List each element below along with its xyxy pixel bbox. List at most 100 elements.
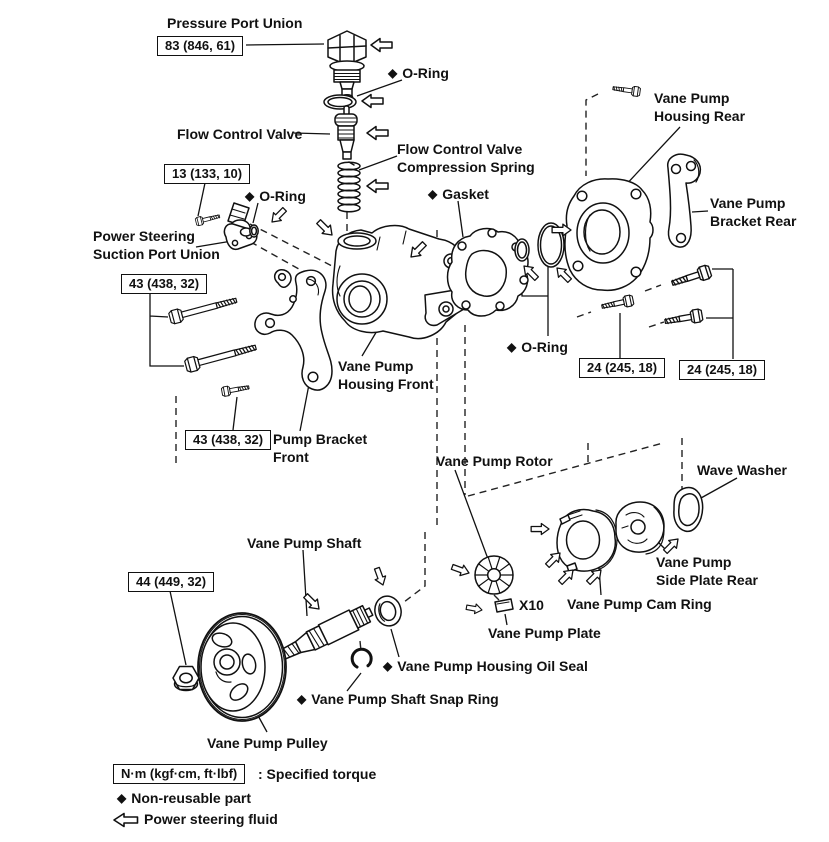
label-text: O-Ring bbox=[402, 65, 449, 81]
legend-torque-unit-box: N·m (kgf·cm, ft·lbf) bbox=[113, 764, 246, 784]
label-vane-pump-shaft-snap-ring: ◆ Vane Pump Shaft Snap Ring bbox=[297, 691, 499, 708]
o-ring-small-part bbox=[514, 238, 530, 262]
label-gasket: ◆ Gasket bbox=[428, 186, 489, 203]
rear-housing-bolt-top bbox=[611, 83, 642, 98]
label-text: Power steering fluid bbox=[144, 811, 278, 827]
bracket-bolt-short bbox=[220, 382, 251, 398]
label-text: Suction Port Union bbox=[93, 246, 220, 262]
fluid-arrow-icon bbox=[465, 601, 484, 616]
label-vane-pump-rotor: Vane Pump Rotor bbox=[436, 453, 553, 469]
label-text: O-Ring bbox=[259, 188, 306, 204]
label-text: Vane Pump bbox=[654, 90, 730, 106]
label-o-ring-rear: ◆ O-Ring bbox=[507, 339, 568, 356]
label-text: Vane Pump bbox=[338, 358, 414, 374]
torque-bracket-bolt-short: 43 (438, 32) bbox=[185, 430, 272, 450]
label-vane-pump-plate: Vane Pump Plate bbox=[488, 625, 601, 641]
label-pressure-port-union: Pressure Port Union bbox=[167, 15, 303, 31]
label-vane-pump-cam-ring: Vane Pump Cam Ring bbox=[567, 596, 712, 612]
vane-pump-side-plate-rear-part bbox=[615, 501, 665, 555]
legend-torque-description: : Specified torque bbox=[258, 766, 377, 782]
fluid-arrow-icon bbox=[313, 216, 337, 240]
legend-non-reusable: ◆ Non-reusable part bbox=[117, 790, 251, 807]
label-text: Vane Pump bbox=[656, 554, 732, 570]
non-reusable-icon: ◆ bbox=[245, 189, 255, 203]
label-wave-washer: Wave Washer bbox=[697, 462, 787, 478]
label-vane-pump-bracket-rear: Vane Pump Bracket Rear bbox=[710, 194, 796, 230]
label-text: Front bbox=[273, 449, 309, 465]
label-text: Non-reusable part bbox=[131, 790, 252, 806]
non-reusable-icon: ◆ bbox=[383, 659, 393, 673]
non-reusable-icon: ◆ bbox=[117, 791, 127, 805]
label-vane-pump-side-plate-rear: Vane Pump Side Plate Rear bbox=[656, 553, 758, 589]
pressure-port-union-part bbox=[327, 30, 367, 100]
fluid-arrow-icon bbox=[300, 590, 324, 614]
vane-pump-shaft-snap-ring-part bbox=[350, 647, 373, 669]
rear-housing-bolt bbox=[600, 294, 635, 313]
gasket-part bbox=[446, 227, 529, 317]
label-vane-pump-housing-rear: Vane Pump Housing Rear bbox=[654, 89, 745, 125]
fluid-arrow-icon bbox=[267, 204, 290, 227]
fluid-arrow-icon bbox=[530, 522, 550, 536]
label-text: Housing Rear bbox=[654, 108, 746, 124]
label-pump-bracket-front: Pump Bracket Front bbox=[273, 430, 367, 466]
vane-pump-plate-part bbox=[494, 598, 514, 613]
non-reusable-icon: ◆ bbox=[507, 340, 517, 354]
fluid-arrow-icon bbox=[361, 93, 384, 109]
fluid-arrow-icon bbox=[366, 178, 389, 194]
fluid-arrow-icon bbox=[366, 125, 389, 141]
non-reusable-icon: ◆ bbox=[428, 187, 438, 201]
rear-bracket-bolt-2 bbox=[663, 307, 704, 329]
label-vane-pump-shaft: Vane Pump Shaft bbox=[247, 535, 362, 551]
vane-pump-pulley-part bbox=[197, 612, 287, 722]
label-text: Vane Pump Shaft Snap Ring bbox=[311, 691, 499, 707]
torque-suction-port-union: 13 (133, 10) bbox=[164, 164, 251, 184]
label-power-steering-suction-port-union: Power Steering Suction Port Union bbox=[93, 227, 220, 263]
fluid-arrow-icon bbox=[371, 565, 389, 588]
label-text: Power Steering bbox=[93, 228, 195, 244]
vane-pump-housing-rear-part bbox=[564, 178, 654, 292]
o-ring-large-part bbox=[537, 222, 565, 268]
label-fcv-compression-spring: Flow Control Valve Compression Spring bbox=[397, 140, 535, 176]
label-text: Compression Spring bbox=[397, 159, 535, 175]
pulley-nut-part bbox=[172, 665, 200, 692]
torque-rear-bracket-bolts: 24 (245, 18) bbox=[679, 360, 766, 380]
label-text: Side Plate Rear bbox=[656, 572, 758, 588]
vane-pump-shaft-part bbox=[279, 604, 374, 661]
torque-bracket-bolts-long: 43 (438, 32) bbox=[121, 274, 208, 294]
label-o-ring-suction: ◆ O-Ring bbox=[245, 188, 306, 205]
label-text: Vane Pump Housing Oil Seal bbox=[397, 658, 588, 674]
label-text: Housing Front bbox=[338, 376, 434, 392]
torque-pressure-port-union: 83 (846, 61) bbox=[157, 36, 244, 56]
vane-pump-housing-front-part bbox=[331, 224, 469, 340]
rear-bracket-bolt-1 bbox=[669, 263, 713, 291]
o-ring-top-part bbox=[323, 94, 357, 110]
power-steering-fluid-arrow-icon bbox=[113, 812, 139, 827]
power-steering-suction-port-union-part bbox=[223, 202, 258, 251]
vane-pump-housing-oil-seal-part bbox=[374, 595, 402, 627]
label-text: Gasket bbox=[442, 186, 489, 202]
non-reusable-icon: ◆ bbox=[388, 66, 398, 80]
label-flow-control-valve: Flow Control Valve bbox=[177, 126, 303, 142]
o-ring-suction-part bbox=[249, 224, 259, 238]
vane-pump-bracket-rear-part bbox=[667, 153, 702, 248]
label-vane-count: X10 bbox=[519, 597, 544, 613]
label-text: Pump Bracket bbox=[273, 431, 368, 447]
bracket-bolt-long-1 bbox=[167, 293, 239, 326]
pump-bracket-front-part bbox=[254, 268, 333, 391]
fluid-arrow-icon bbox=[449, 561, 472, 579]
flow-control-valve-part bbox=[334, 105, 358, 160]
label-vane-pump-housing-front: Vane Pump Housing Front bbox=[338, 357, 434, 393]
fluid-arrow-icon bbox=[370, 37, 393, 53]
label-text: Bracket Rear bbox=[710, 213, 797, 229]
label-vane-pump-pulley: Vane Pump Pulley bbox=[207, 735, 328, 751]
label-text: Flow Control Valve bbox=[397, 141, 523, 157]
label-text: Vane Pump bbox=[710, 195, 786, 211]
vane-pump-rotor-part bbox=[474, 555, 514, 595]
legend-power-steering-fluid: Power steering fluid bbox=[113, 811, 278, 828]
label-text: O-Ring bbox=[521, 339, 568, 355]
vane-pump-cam-ring-part bbox=[556, 508, 618, 573]
wave-washer-part bbox=[673, 486, 704, 533]
label-vane-pump-housing-oil-seal: ◆ Vane Pump Housing Oil Seal bbox=[383, 658, 588, 675]
